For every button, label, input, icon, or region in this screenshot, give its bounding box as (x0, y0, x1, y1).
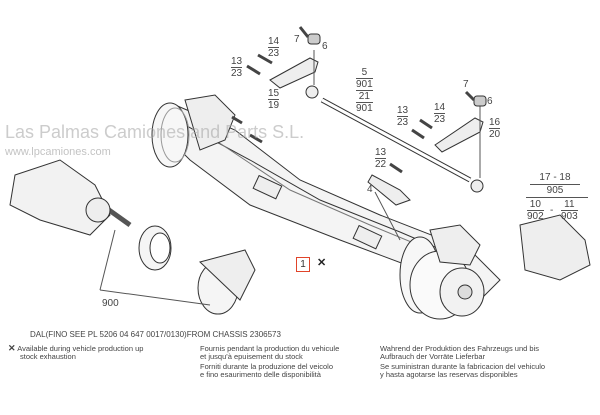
num: 13 (397, 105, 409, 116)
callout-divider (526, 197, 588, 198)
callout-dash: - (550, 205, 554, 216)
callout-17-18: 17 - 18 (539, 172, 571, 183)
den: 902 (527, 210, 544, 222)
brake-drum (138, 225, 172, 271)
den: 23 (231, 67, 243, 79)
steering-knuckle-right (519, 214, 591, 281)
den: 23 (268, 47, 280, 59)
main-reference-box: 1 (296, 257, 310, 272)
watermark-url: www.lpcamiones.com (5, 146, 111, 158)
note-es-1: Se suministran durante la fabricacion de… (380, 362, 546, 371)
num: 10 (529, 199, 541, 210)
den: 23 (434, 113, 446, 125)
rod-4: 901 (356, 102, 373, 114)
den: 903 (561, 210, 578, 222)
callout-6-right: 6 (487, 96, 493, 107)
note-en-2: stock exhaustion (20, 351, 76, 361)
steering-arms (269, 33, 487, 206)
left-brake-disc (151, 94, 236, 168)
den: 19 (268, 99, 280, 111)
note-it-1: Forniti durante la produzione del veicol… (200, 362, 333, 371)
num: 14 (434, 102, 446, 113)
den: 23 (397, 116, 409, 128)
note-fr-1: Fournis pendant la production du vehicul… (200, 344, 340, 353)
callout-4: 4 (367, 184, 373, 195)
rod-2: 901 (356, 78, 373, 90)
callout-900: 900 (102, 298, 119, 309)
wheel-hub (99, 229, 256, 315)
availability-mark: ✕ (317, 257, 327, 269)
right-hub-assembly (399, 224, 485, 320)
note-fr-2: et jusqu'à epuisement du stock (200, 351, 303, 361)
callout-7: 7 (294, 34, 300, 45)
callout-5-901-21-901: 5 901 21 901 (356, 67, 373, 114)
chassis-note: DAL(FINO SEE PL 5206 04 647 0017/0130)FR… (30, 330, 281, 339)
note-it-2: e fino esaurimento delle disponibilità (200, 369, 321, 379)
note-en: ✕ Available during vehicle production up… (8, 343, 144, 361)
bolts (231, 26, 476, 174)
num: 11 (564, 199, 575, 210)
den: 20 (489, 128, 501, 140)
note-de-1: Wahrend der Produktion des Fahrzeugs und… (380, 344, 539, 353)
callout-6: 6 (322, 41, 328, 52)
tie-rod (305, 85, 484, 193)
rod-3: 21 (356, 90, 373, 102)
den: 22 (375, 158, 387, 170)
front-axle-exploded-drawing (9, 26, 591, 320)
num: 16 (489, 117, 501, 128)
note-en-1: Available during vehicle production up (17, 344, 144, 353)
callout-7-right: 7 (463, 79, 469, 90)
num: 13 (375, 147, 387, 158)
num: 14 (268, 36, 280, 47)
note-de-2: Aufbrauch der Vorräte Lieferbar (380, 351, 486, 361)
note-es-2: y hasta agotarse las reservas disponible… (380, 369, 518, 379)
note-de-es: Wahrend der Produktion des Fahrzeugs und… (380, 345, 545, 381)
axle-housing-left (9, 159, 132, 236)
num: 13 (231, 56, 243, 67)
mark-icon: ✕ (8, 343, 16, 353)
callout-905: 905 (530, 184, 580, 196)
rod-1: 5 (361, 67, 368, 78)
note-fr-it: Fournis pendant la production du vehicul… (200, 345, 339, 381)
watermark: Las Palmas Camiones and Parts S.L. (5, 122, 305, 142)
num: 15 (268, 88, 280, 99)
